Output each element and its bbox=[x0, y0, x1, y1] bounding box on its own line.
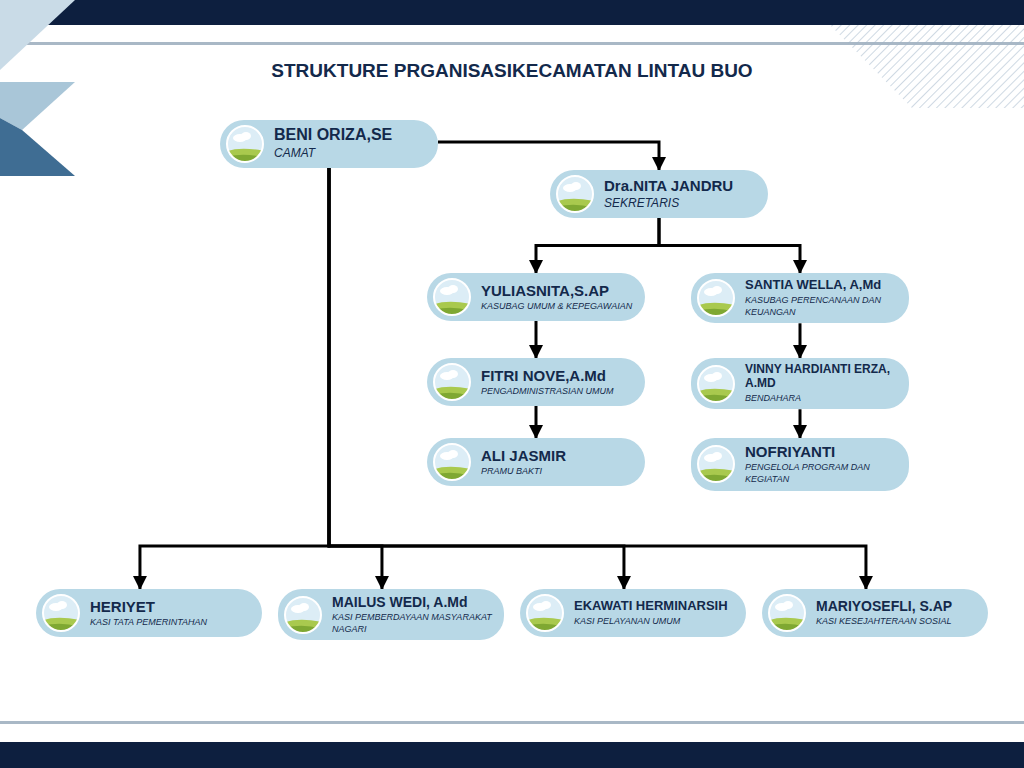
position-title: KASI PEMBERDAYAAN MASYARAKAT NAGARI bbox=[332, 612, 494, 635]
position-title: PRAMU BAKTI bbox=[481, 466, 635, 478]
person-box: FITRI NOVE,A.MdPENGADMINISTRASIAN UMUM bbox=[427, 358, 645, 406]
chevron-dark bbox=[0, 118, 75, 176]
position-title: PENGELOLA PROGRAM DAN KEGIATAN bbox=[745, 462, 899, 485]
hierarchy-connector bbox=[536, 218, 659, 273]
person-box: MAILUS WEDI, A.MdKASI PEMBERDAYAAN MASYA… bbox=[278, 589, 504, 640]
landscape-icon bbox=[555, 174, 595, 214]
landscape-icon bbox=[525, 593, 565, 633]
person-box: BENI ORIZA,SE CAMAT bbox=[220, 120, 438, 168]
person-name: ALI JASMIR bbox=[481, 447, 635, 464]
chart-title: STRUKTURE PRGANISASIKECAMATAN LINTAU BUO bbox=[0, 60, 1024, 82]
top-bar bbox=[0, 0, 1024, 25]
landscape-icon bbox=[767, 593, 807, 633]
person-box: EKAWATI HERMINARSIH KASI PELAYANAN UMUM bbox=[520, 589, 746, 637]
person-box: HERIYET KASI TATA PEMERINTAHAN bbox=[36, 589, 262, 637]
position-title: PENGADMINISTRASIAN UMUM bbox=[481, 386, 635, 398]
person-name: YULIASNITA,S.AP bbox=[481, 282, 635, 299]
landscape-icon bbox=[225, 124, 265, 164]
bottom-rule bbox=[0, 721, 1024, 724]
person-box: ALI JASMIR PRAMU BAKTI bbox=[427, 438, 645, 486]
landscape-icon bbox=[696, 444, 736, 484]
position-title: KASUBAG UMUM & KEPEGAWAIAN bbox=[481, 301, 635, 313]
landscape-icon bbox=[283, 595, 323, 635]
landscape-icon bbox=[432, 442, 472, 482]
person-name: NOFRIYANTI bbox=[745, 443, 899, 460]
landscape-icon bbox=[432, 277, 472, 317]
person-name: MAILUS WEDI, A.Md bbox=[332, 594, 494, 610]
landscape-icon bbox=[432, 362, 472, 402]
landscape-icon bbox=[696, 364, 736, 404]
chevron-light bbox=[0, 82, 75, 130]
person-name: SANTIA WELLA, A,Md bbox=[745, 278, 899, 293]
position-title: KASUBAG PERENCANAAN DAN KEUANGAN bbox=[745, 295, 899, 318]
person-name: MARIYOSEFLI, S.AP bbox=[816, 598, 978, 614]
position-title: KASI KESEJAHTERAAN SOSIAL bbox=[816, 616, 978, 628]
hierarchy-connector bbox=[799, 409, 802, 438]
hierarchy-connector bbox=[140, 168, 329, 589]
hierarchy-connector bbox=[799, 323, 802, 358]
position-title: KASI PELAYANAN UMUM bbox=[574, 616, 736, 628]
position-title: KASI TATA PEMERINTAHAN bbox=[90, 617, 252, 629]
person-name: FITRI NOVE,A.Md bbox=[481, 367, 635, 384]
corner-hatch bbox=[830, 25, 1024, 108]
person-name: VINNY HARDIANTI ERZA, A.MD bbox=[745, 363, 899, 391]
corner-band bbox=[0, 0, 75, 70]
hierarchy-connector bbox=[329, 168, 382, 589]
person-box: MARIYOSEFLI, S.AP KASI KESEJAHTERAAN SOSI… bbox=[762, 589, 988, 637]
hierarchy-connector bbox=[659, 218, 800, 273]
person-box: Dra.NITA JANDRU SEKRETARIS bbox=[550, 170, 768, 218]
position-title: SEKRETARIS bbox=[604, 196, 758, 212]
hierarchy-connector bbox=[535, 406, 538, 438]
landscape-icon bbox=[696, 278, 736, 318]
person-name: HERIYET bbox=[90, 598, 252, 615]
position-title: BENDAHARA bbox=[745, 393, 899, 405]
person-box: YULIASNITA,S.AP KASUBAG UMUM & KEPEGAWAIA… bbox=[427, 273, 645, 321]
bottom-bar bbox=[0, 742, 1024, 768]
person-name: BENI ORIZA,SE bbox=[274, 126, 428, 144]
person-name: Dra.NITA JANDRU bbox=[604, 177, 758, 194]
person-name: EKAWATI HERMINARSIH bbox=[574, 599, 736, 614]
hierarchy-connector bbox=[438, 142, 659, 170]
person-box: VINNY HARDIANTI ERZA, A.MD BENDAHARA bbox=[691, 358, 909, 409]
position-title: CAMAT bbox=[274, 146, 428, 162]
hierarchy-connector bbox=[535, 321, 538, 358]
landscape-icon bbox=[41, 593, 81, 633]
person-box: SANTIA WELLA, A,MdKASUBAG PERENCANAAN DA… bbox=[691, 273, 909, 323]
person-box: NOFRIYANTI PENGELOLA PROGRAM DAN KEGIATAN bbox=[691, 438, 909, 491]
